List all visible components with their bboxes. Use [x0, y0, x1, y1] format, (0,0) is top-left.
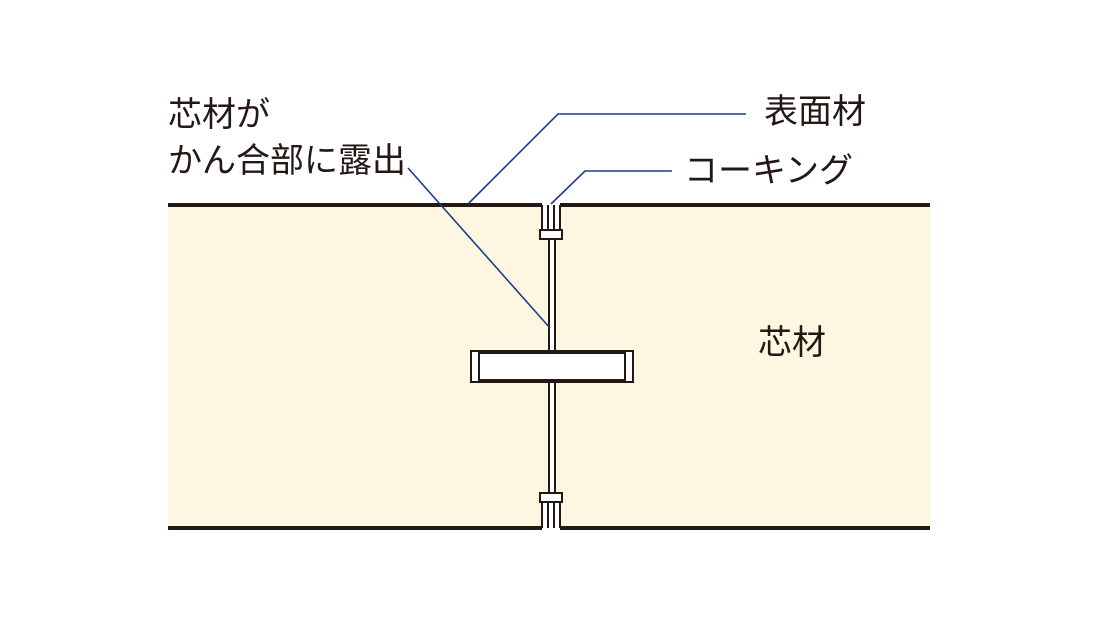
leader-line-face-material [467, 113, 746, 205]
bottom-caulking-joint [539, 492, 563, 528]
connector-spline [470, 350, 634, 383]
left-panel-core [168, 205, 549, 528]
leader-line-caulking [550, 170, 672, 205]
right-panel-core [555, 205, 930, 528]
label-face-material: 表面材 [764, 92, 866, 132]
label-core-material: 芯材 [758, 323, 826, 363]
label-exposed-core-line1: 芯材が [168, 95, 270, 135]
label-caulking: コーキング [684, 151, 853, 191]
leader-line-exposed-core [407, 167, 551, 329]
top-caulking-joint [539, 205, 563, 240]
label-exposed-core-line2: かん合部に露出 [168, 141, 406, 181]
